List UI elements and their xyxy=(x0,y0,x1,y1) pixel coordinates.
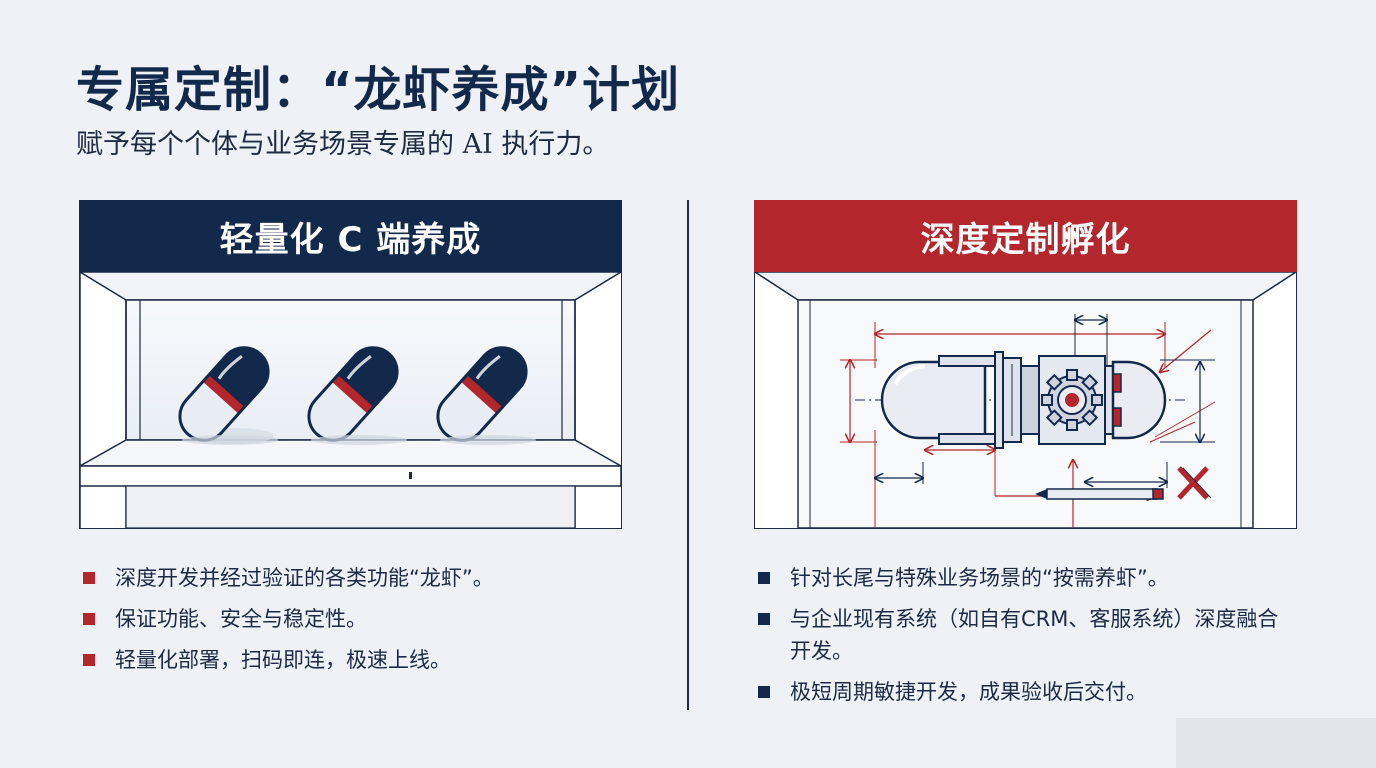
panel-header-deep-custom: 深度定制孵化 xyxy=(754,200,1297,272)
capsule-shelf-illustration xyxy=(79,272,622,529)
list-item: 与企业现有系统（如自有CRM、客服系统）深度融合开发。 xyxy=(758,603,1298,667)
panel-header-light-c-end: 轻量化 C 端养成 xyxy=(79,200,622,272)
square-bullet-icon xyxy=(758,572,770,584)
capsule-shelf-svg xyxy=(80,272,621,528)
list-item: 保证功能、安全与稳定性。 xyxy=(83,603,623,635)
shelf-top-frame xyxy=(80,272,621,301)
panel-divider xyxy=(687,200,689,710)
square-bullet-icon xyxy=(83,572,95,584)
list-item: 轻量化部署，扫码即连，极速上线。 xyxy=(83,644,623,676)
pencil-icon xyxy=(1035,488,1164,500)
corner-decoration xyxy=(1176,718,1376,768)
panel-deep-custom: 深度定制孵化 xyxy=(754,200,1297,704)
square-bullet-icon xyxy=(83,654,95,666)
panel-light-c-end: 轻量化 C 端养成 xyxy=(79,200,622,672)
list-item: 深度开发并经过验证的各类功能“龙虾”。 xyxy=(83,562,623,594)
square-bullet-icon xyxy=(83,613,95,625)
capsule-3 xyxy=(428,337,536,451)
page-title: 专属定制：“龙虾养成”计划 xyxy=(76,62,681,118)
page-subtitle: 赋予每个个体与业务场景专属的 AI 执行力。 xyxy=(76,129,610,160)
list-item: 极短周期敏捷开发，成果验收后交付。 xyxy=(758,676,1298,708)
list-item: 针对长尾与特殊业务场景的“按需养虾”。 xyxy=(758,562,1298,594)
capsule-2 xyxy=(299,337,407,451)
bullet-list-deep-custom: 针对长尾与特殊业务场景的“按需养虾”。 与企业现有系统（如自有CRM、客服系统）… xyxy=(758,562,1298,717)
gear-icon xyxy=(1041,369,1103,431)
capsule-blueprint-illustration xyxy=(754,272,1297,529)
bullet-list-light-c-end: 深度开发并经过验证的各类功能“龙虾”。 保证功能、安全与稳定性。 轻量化部署，扫… xyxy=(83,562,623,685)
blueprint-capsule xyxy=(880,351,1167,449)
crossed-tools-icon xyxy=(1177,466,1212,500)
square-bullet-icon xyxy=(758,686,770,698)
capsule-blueprint-svg xyxy=(755,272,1296,528)
square-bullet-icon xyxy=(758,613,770,625)
